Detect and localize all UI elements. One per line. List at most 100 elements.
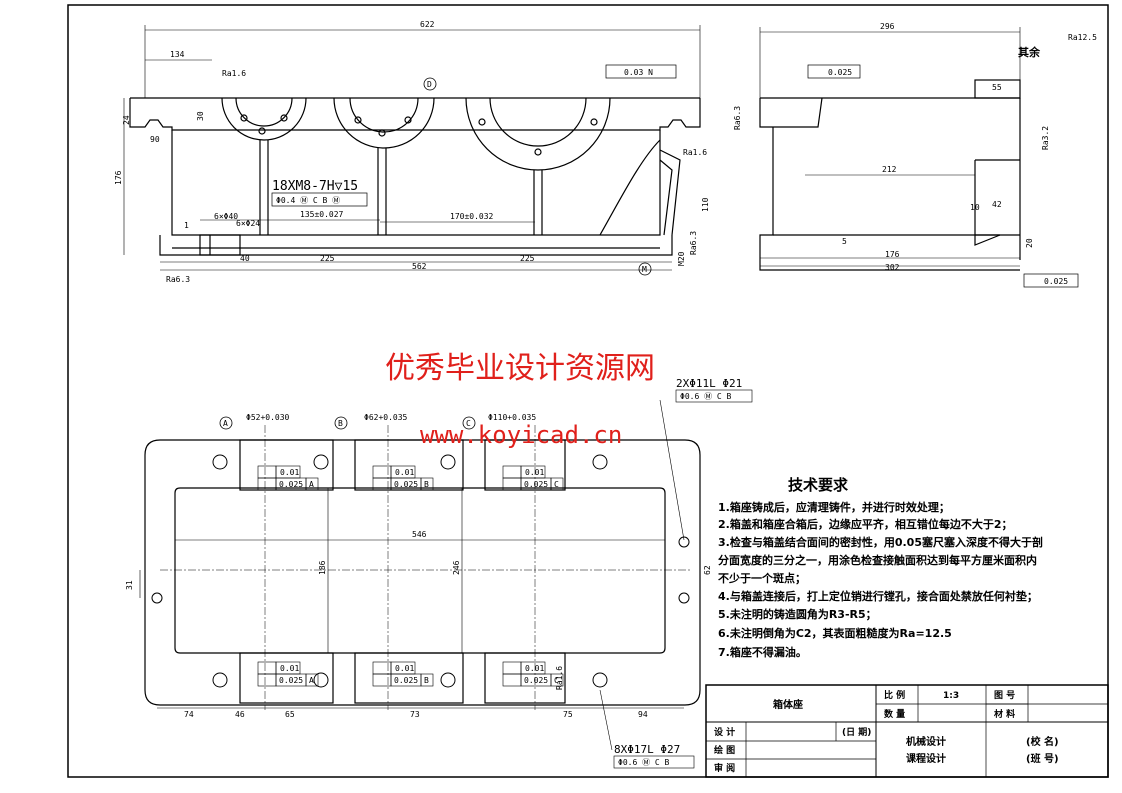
bolt-gdt: Φ0.6 Ⓜ C B — [618, 758, 670, 767]
dim-46: 46 — [235, 710, 245, 719]
school-name: (校 名) — [1026, 735, 1059, 748]
rough-right: Ra1.6 — [683, 148, 707, 157]
dim-562: 562 — [412, 262, 427, 271]
dim-20-side: 20 — [1025, 238, 1034, 248]
gdt-position: Φ0.4 Ⓜ C B Ⓜ — [276, 196, 340, 205]
thread-note: 18XM8-7H▽15 — [272, 179, 358, 194]
front-dim-lines — [123, 25, 701, 271]
gdt-b2-datum: B — [424, 676, 429, 685]
bore-a: Φ52+0.030 — [246, 413, 290, 422]
gdt-c2-datum: C — [554, 676, 559, 685]
top-rough-small: Ra1.6 — [555, 666, 564, 690]
watermark-title: 优秀毕业设计资源网 — [385, 351, 655, 386]
bolt-leader — [599, 689, 613, 751]
dim-90: 90 — [150, 135, 160, 144]
pin-gdt-frame — [675, 389, 753, 403]
rough-top: Ra1.6 — [222, 69, 246, 78]
dim-bolt-holes: 6×Φ40 — [214, 212, 238, 221]
rough-bottom: Ra6.3 — [166, 275, 190, 284]
side-dim-lines — [759, 27, 1021, 267]
dim-40: 40 — [240, 254, 250, 263]
dim-176: 176 — [114, 170, 123, 185]
pin-gdt: Φ0.6 Ⓜ C B — [680, 392, 732, 401]
side-flat-top-frame — [807, 64, 861, 79]
side-view — [759, 79, 1021, 271]
side-flat-top: 0.025 — [828, 68, 852, 77]
datum-a-circle — [219, 416, 233, 430]
tech-item-7: 7.箱座不得漏油。 — [718, 645, 807, 659]
dim-10-side: 10 — [970, 203, 980, 212]
dim-5: 5 — [842, 237, 847, 246]
title-block — [705, 684, 1109, 778]
dim-135: 135±0.027 — [300, 210, 344, 219]
gdt-b-datum: B — [424, 480, 429, 489]
class-name: (班 号) — [1026, 752, 1059, 765]
draw-label: 绘 图 — [714, 744, 735, 756]
dim-134: 134 — [170, 50, 185, 59]
top-view — [144, 439, 701, 706]
part-name: 箱体座 — [773, 698, 803, 711]
gdt-c-row2: 0.025 — [524, 480, 548, 489]
dim-75: 75 — [563, 710, 573, 719]
top-holes — [151, 454, 690, 688]
dim-73: 73 — [410, 710, 420, 719]
front-view — [129, 97, 701, 256]
gdt-a2-row1: 0.01 — [280, 664, 299, 673]
review-label: 审 阅 — [714, 762, 735, 774]
gdt-c-datum: C — [554, 480, 559, 489]
bore-b: Φ62+0.035 — [364, 413, 408, 422]
bolt-note: 8XΦ17L Φ27 — [614, 743, 680, 756]
top-dim-lines — [139, 488, 701, 709]
gdt-b2-row1: 0.01 — [395, 664, 414, 673]
gdt-c2-row2: 0.025 — [524, 676, 548, 685]
dim-225-right: 225 — [520, 254, 535, 263]
dim-m20: M20 — [677, 251, 686, 266]
material-label: 材 料 — [993, 708, 1015, 720]
gdt-c2-row1: 0.01 — [525, 664, 544, 673]
datum-c-circle — [462, 416, 476, 430]
dim-1: 1 — [184, 221, 189, 230]
datum-m: M — [642, 265, 647, 274]
tech-item-5: 5.未注明的铸造圆角为R3-R5； — [718, 607, 877, 621]
dim-246: 246 — [452, 560, 461, 575]
gdt-a-row2: 0.025 — [279, 480, 303, 489]
dim-74: 74 — [184, 710, 194, 719]
dim-170: 170±0.032 — [450, 212, 494, 221]
course-line-1: 机械设计 — [906, 735, 946, 748]
side-flat-bottom: 0.025 — [1044, 277, 1068, 286]
bolt-gdt-frame — [613, 755, 695, 769]
dim-31: 31 — [125, 580, 134, 590]
pin-note: 2XΦ11L Φ21 — [676, 377, 742, 390]
course-line-2: 课程设计 — [906, 752, 946, 765]
tech-item-3b: 分面宽度的三分之一，用涂色检查接触面积达到每平方厘米面积内 — [718, 553, 1037, 567]
dim-296: 296 — [880, 22, 895, 31]
dim-225-left: 225 — [320, 254, 335, 263]
datum-m-circle — [638, 262, 652, 276]
dim-55: 55 — [992, 83, 1002, 92]
tech-item-6: 6.未注明倒角为C2，其表面粗糙度为Ra=12.5 — [718, 626, 952, 640]
flatness-frame — [605, 64, 677, 79]
drawing-no-label: 图 号 — [994, 690, 1015, 701]
scale-value: 1:3 — [943, 691, 959, 701]
gdt-frames — [257, 465, 564, 687]
dim-94: 94 — [638, 710, 648, 719]
dim-176-side: 176 — [885, 250, 900, 259]
dim-42: 42 — [992, 200, 1002, 209]
drawing-border — [67, 4, 1109, 778]
side-flat-bottom-frame — [1023, 273, 1079, 288]
datum-b-circle — [334, 416, 348, 430]
tech-item-3: 3.检查与箱盖结合面间的密封性，用0.05塞尺塞入深度不得大于剖 — [718, 535, 1043, 549]
dim-212: 212 — [882, 165, 897, 174]
dim-622: 622 — [420, 20, 435, 29]
dim-110: 110 — [701, 197, 710, 212]
dim-bolt-holes-2: 6×Φ24 — [236, 219, 260, 228]
flatness-note: 0.03 N — [624, 68, 653, 77]
rough-rest: Ra12.5 — [1068, 33, 1097, 42]
dim-302: 302 — [885, 263, 900, 272]
dim-186: 186 — [318, 560, 327, 575]
gdt-position-frame — [271, 192, 368, 207]
datum-c-label: C — [466, 419, 471, 428]
dim-62: 62 — [703, 565, 712, 575]
dim-30: 30 — [196, 111, 205, 121]
